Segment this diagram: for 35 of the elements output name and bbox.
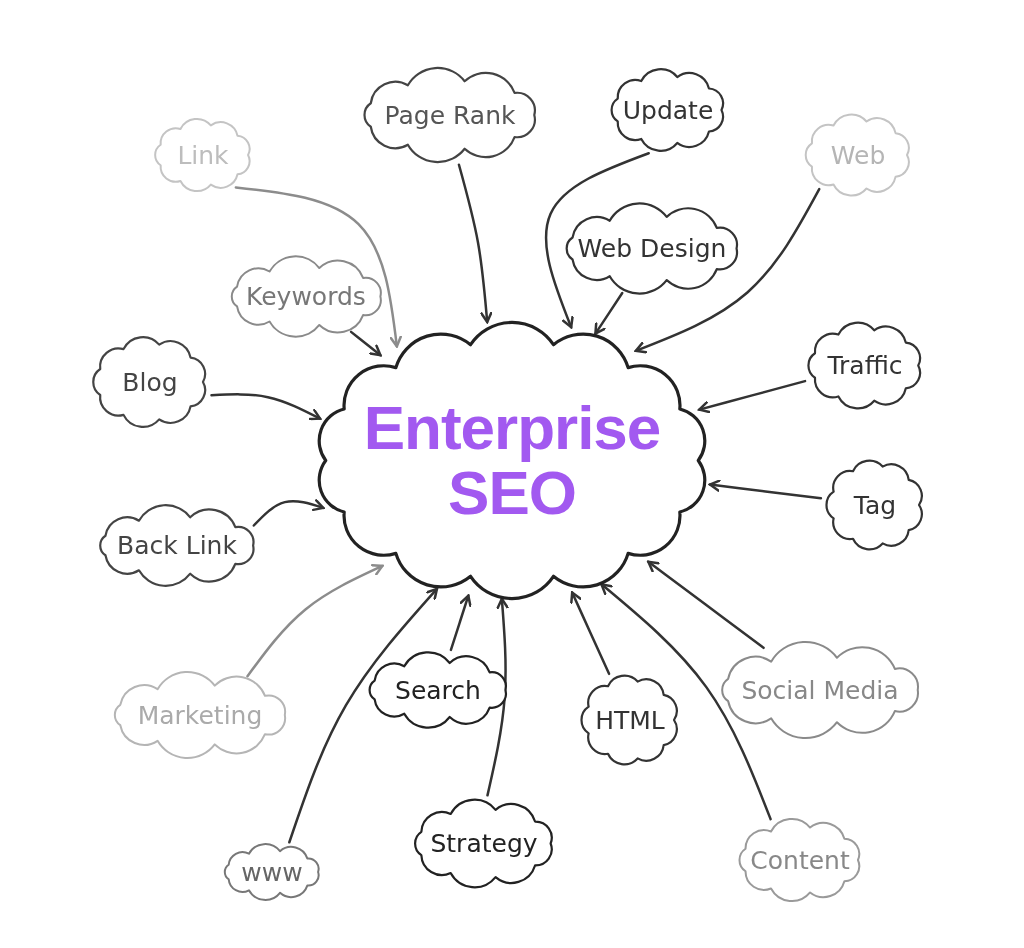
cloud-label: Search <box>395 677 481 703</box>
cloud-label: Content <box>750 847 850 873</box>
arrow <box>234 186 402 348</box>
arrow <box>449 594 472 652</box>
arrow <box>288 587 439 844</box>
cloud-label: Update <box>622 97 714 123</box>
arrow <box>594 291 624 335</box>
cloud-label: Back Link <box>117 532 237 558</box>
cloud-label: Web <box>830 142 886 168</box>
cloud-label: Social Media <box>741 677 899 703</box>
arrow <box>246 563 384 678</box>
cloud-label: Tag <box>853 492 897 518</box>
cloud-label: Traffic <box>827 352 903 378</box>
arrow <box>600 583 772 821</box>
arrow <box>544 151 650 329</box>
arrow <box>698 379 807 414</box>
cloud-label: Page Rank <box>384 102 516 128</box>
cloud-label: Link <box>177 142 229 168</box>
arrow <box>486 597 509 797</box>
arrow <box>570 591 611 676</box>
arrow <box>349 330 382 357</box>
arrow <box>634 187 821 354</box>
cloud-label: Strategy <box>430 830 538 856</box>
title-text: Enterprise SEO <box>362 394 662 526</box>
arrow <box>252 499 325 527</box>
arrow <box>457 163 493 324</box>
cloud-label: Blog <box>122 369 178 395</box>
cloud-label: Keywords <box>246 283 366 309</box>
cloud-label: Web Design <box>577 235 727 261</box>
arrow <box>647 560 765 650</box>
arrow <box>708 479 823 500</box>
cloud-label: HTML <box>595 707 665 733</box>
cloud-label: www <box>241 859 303 885</box>
cloud-label: Marketing <box>137 702 263 728</box>
arrow <box>210 393 322 421</box>
